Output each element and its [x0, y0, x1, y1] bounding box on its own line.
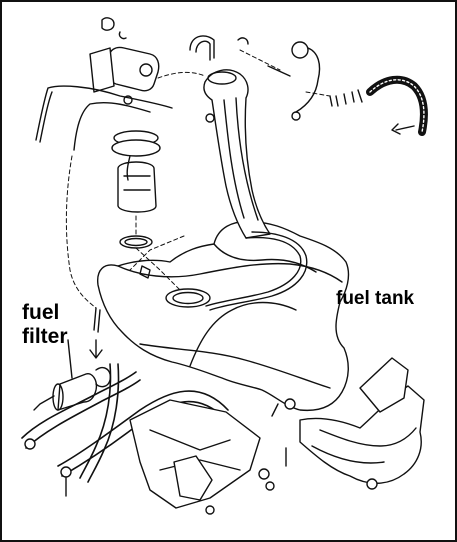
strap-vertical — [79, 363, 112, 479]
bolt-shank — [65, 403, 287, 497]
right-heat-shield-rib-2 — [311, 445, 385, 464]
filter-pipe-down — [93, 307, 101, 333]
right-heat-shield-rib — [319, 427, 417, 447]
hose-clamp-rings — [329, 89, 363, 107]
bolt — [366, 478, 378, 490]
underbody-shield-fold — [149, 429, 241, 471]
fuel-filter-label-line2: filter — [22, 325, 68, 348]
pump-seal-ring-inner — [124, 237, 148, 247]
filler-neck — [203, 69, 271, 239]
bolt — [265, 481, 275, 491]
strap-vertical-2 — [87, 363, 120, 483]
upper-right-shield — [359, 357, 409, 413]
tank-upper-contour — [117, 262, 343, 283]
tank-strap-left-2 — [25, 379, 141, 449]
pump-flange — [111, 139, 161, 157]
tank-ridge — [213, 243, 317, 273]
assembly-line-filter — [65, 155, 97, 309]
vent-grommet — [291, 111, 301, 121]
assembly-line-canister — [157, 71, 206, 79]
vent-line — [205, 236, 302, 307]
canister-port — [139, 63, 153, 77]
tank-strap-channel — [189, 301, 297, 367]
filler-hose-upper-2 — [195, 40, 211, 61]
filler-neck-inner-line — [223, 99, 245, 219]
tank-pump-opening-inner — [172, 291, 204, 305]
pump-reservoir — [123, 175, 151, 191]
vent-line-2 — [209, 231, 308, 311]
filler-neck-inner-line-2 — [235, 97, 259, 221]
bolt — [24, 438, 36, 450]
bolt — [205, 505, 215, 515]
filler-cap-ring — [207, 71, 237, 85]
vent-valve — [291, 41, 309, 59]
bolt — [258, 468, 270, 480]
assembly-line-hose — [305, 91, 331, 97]
pump-body — [117, 161, 157, 213]
canister-shield — [89, 47, 115, 93]
assembly-line-bracket — [129, 235, 185, 271]
vent-valve-stem — [295, 47, 321, 113]
filter-clamp — [95, 366, 111, 388]
right-heat-shield — [299, 385, 425, 484]
tank-pump-opening — [165, 288, 211, 308]
vent-valve-connector — [267, 65, 291, 77]
fuel-pipe-b — [39, 91, 53, 143]
canister-clip — [101, 17, 115, 31]
underbody-shield — [129, 399, 261, 509]
filter-arrow — [89, 339, 103, 359]
pump-nut — [139, 265, 151, 279]
underbody-bracket — [173, 455, 213, 501]
filter-inlet — [33, 395, 55, 411]
fuel-pipe-c — [73, 102, 151, 151]
corrugated-hose-ribs — [369, 79, 425, 133]
fuel-filter-label-line1: fuel — [22, 301, 60, 324]
fasteners — [24, 113, 378, 515]
bolt — [284, 398, 296, 410]
tank-lower-contour — [139, 343, 331, 389]
filter-pointer-line — [67, 339, 73, 379]
bolt — [60, 466, 72, 478]
fuel-pipe-a — [35, 85, 173, 141]
fuel-filter — [57, 373, 98, 411]
hose-arrow — [391, 123, 415, 135]
tank-strap-left — [21, 371, 137, 439]
tank-strap-lower — [57, 390, 229, 467]
assembly-line-neck — [239, 49, 281, 71]
bolt — [205, 113, 215, 123]
fuel-tank-label: fuel tank — [336, 288, 415, 309]
pump-hose — [126, 155, 131, 181]
clamp-top — [237, 37, 249, 45]
small-clip-c — [118, 31, 127, 40]
filler-hose-upper — [189, 35, 215, 59]
pipe-fitting — [123, 95, 133, 105]
